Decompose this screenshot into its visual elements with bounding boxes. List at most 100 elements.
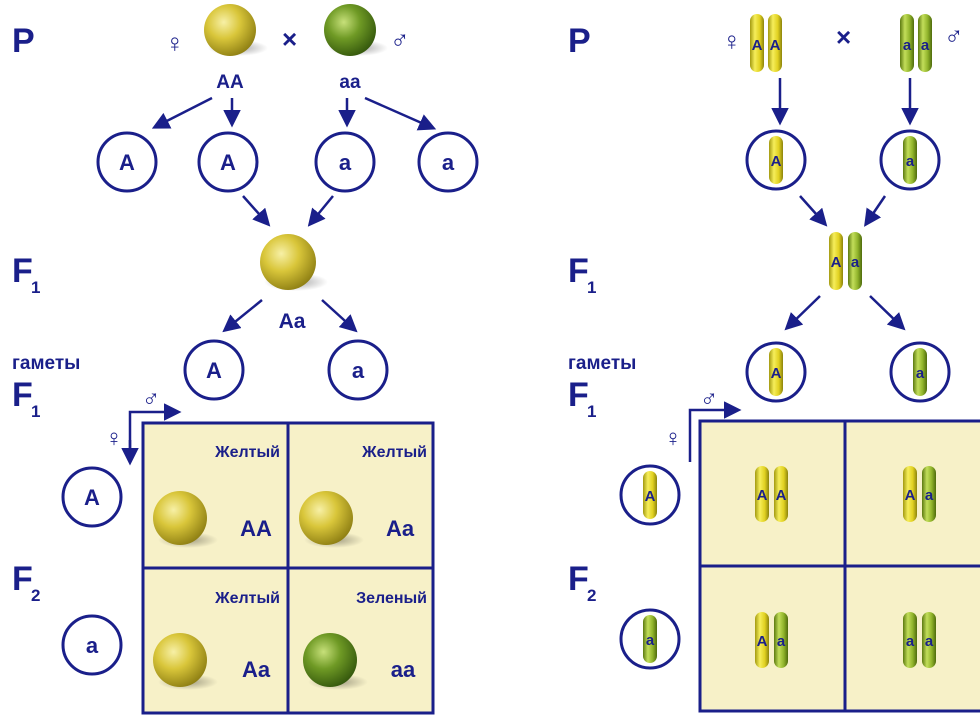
f1-label: F 1 bbox=[12, 252, 40, 297]
left-panel: P F 1 гаметы F 1 F 2 ♀ × ♂ AA aa bbox=[12, 4, 479, 715]
f1-gamete-arrows bbox=[784, 295, 906, 331]
svg-text:1: 1 bbox=[587, 402, 596, 421]
female-symbol: ♀ bbox=[722, 26, 742, 56]
male-symbol: ♂ bbox=[700, 385, 718, 412]
gamete-circle: a bbox=[314, 131, 376, 193]
gametes-f1-label: F 1 bbox=[12, 376, 40, 421]
cross-symbol: × bbox=[836, 22, 851, 52]
svg-text:a: a bbox=[86, 633, 99, 658]
f1-gamete-circle: A bbox=[183, 339, 245, 401]
yellow-pea-icon bbox=[299, 491, 364, 548]
punnett-axis-arrows bbox=[121, 403, 182, 466]
punnett-cell: A a bbox=[755, 612, 788, 668]
gamete-circle: a bbox=[417, 131, 479, 193]
svg-text:A: A bbox=[771, 365, 782, 382]
f1-chromosome-pair-icon: A a bbox=[829, 232, 862, 290]
svg-text:A: A bbox=[757, 487, 768, 504]
punnett-cell: Желтый Aa bbox=[153, 590, 280, 690]
svg-text:Желтый: Желтый bbox=[214, 590, 280, 607]
f1-yellow-pea-icon bbox=[260, 234, 328, 291]
punnett-cell: Желтый Aa bbox=[299, 444, 427, 548]
f2-label: F 2 bbox=[568, 560, 596, 605]
svg-text:F: F bbox=[12, 252, 33, 290]
gamete-circle: a bbox=[879, 129, 941, 191]
row-gamete-circle: a bbox=[61, 614, 123, 676]
svg-text:1: 1 bbox=[31, 278, 40, 297]
male-symbol: ♂ bbox=[944, 20, 964, 50]
svg-text:A: A bbox=[84, 485, 100, 510]
green-pea-icon bbox=[324, 4, 388, 56]
p-label: P bbox=[568, 22, 591, 60]
punnett-cell: Зеленый aa bbox=[303, 590, 427, 690]
green-pea-icon bbox=[303, 633, 368, 690]
svg-text:F: F bbox=[12, 560, 33, 598]
punnett-cell: Желтый AA bbox=[153, 444, 280, 548]
svg-text:a: a bbox=[906, 633, 915, 650]
svg-text:F: F bbox=[568, 252, 589, 290]
svg-text:A: A bbox=[831, 254, 842, 271]
svg-text:a: a bbox=[921, 37, 930, 54]
punnett-axis-arrows bbox=[688, 401, 742, 462]
gamete-circle: A bbox=[96, 131, 158, 193]
svg-text:A: A bbox=[771, 153, 782, 170]
f1-gamete-circle: a bbox=[327, 339, 389, 401]
f1-label: F 1 bbox=[568, 252, 596, 297]
svg-text:2: 2 bbox=[587, 586, 596, 605]
svg-text:a: a bbox=[352, 358, 365, 383]
female-symbol: ♀ bbox=[165, 28, 185, 58]
svg-text:a: a bbox=[903, 37, 912, 54]
svg-text:a: a bbox=[646, 632, 655, 649]
gametes-label: гаметы bbox=[568, 353, 636, 374]
row-gamete-circle: A bbox=[61, 466, 123, 528]
svg-text:Aa: Aa bbox=[386, 516, 415, 541]
female-chromosome-pair-icon: A A bbox=[750, 14, 782, 72]
svg-text:AA: AA bbox=[240, 516, 272, 541]
row-gamete-circle: A bbox=[619, 464, 681, 526]
female-parent-genotype: AA bbox=[216, 72, 244, 93]
gamete-circle: A bbox=[745, 129, 807, 191]
svg-text:A: A bbox=[119, 150, 135, 175]
f1-gamete-arrows bbox=[222, 299, 358, 333]
fertilization-arrows bbox=[242, 195, 334, 227]
yellow-pea-icon bbox=[153, 633, 218, 690]
svg-text:F: F bbox=[568, 560, 589, 598]
gamete-circle: A bbox=[197, 131, 259, 193]
svg-text:F: F bbox=[568, 376, 589, 414]
svg-text:a: a bbox=[925, 487, 934, 504]
punnett-square-left: Желтый AA Желтый Aa Желтый bbox=[141, 421, 435, 715]
svg-text:a: a bbox=[851, 254, 860, 271]
svg-text:A: A bbox=[206, 358, 222, 383]
f1-gamete-circle: a bbox=[889, 341, 951, 403]
svg-text:1: 1 bbox=[587, 278, 596, 297]
gametes-label: гаметы bbox=[12, 353, 80, 374]
svg-text:Aa: Aa bbox=[242, 657, 271, 682]
punnett-cell: A a bbox=[903, 466, 936, 522]
parent-arrows bbox=[771, 78, 919, 126]
svg-text:a: a bbox=[925, 633, 934, 650]
svg-text:a: a bbox=[906, 153, 915, 170]
male-parent-genotype: aa bbox=[339, 72, 361, 93]
svg-text:Желтый: Желтый bbox=[214, 444, 280, 461]
fertilization-arrows bbox=[799, 195, 887, 227]
svg-text:A: A bbox=[220, 150, 236, 175]
f1-gamete-circle: A bbox=[745, 341, 807, 403]
cross-symbol: × bbox=[282, 24, 297, 54]
row-gamete-circle: a bbox=[619, 608, 681, 670]
gametes-f1-label: F 1 bbox=[568, 376, 596, 421]
svg-text:Желтый: Желтый bbox=[361, 444, 427, 461]
p-label: P bbox=[12, 22, 35, 60]
svg-text:a: a bbox=[777, 633, 786, 650]
svg-text:1: 1 bbox=[31, 402, 40, 421]
right-panel: P F 1 гаметы F 1 F 2 ♀ A A × a a ♂ bbox=[568, 14, 980, 713]
female-symbol: ♀ bbox=[664, 425, 682, 452]
male-symbol: ♂ bbox=[142, 385, 160, 412]
svg-text:F: F bbox=[12, 376, 33, 414]
svg-text:2: 2 bbox=[31, 586, 40, 605]
svg-text:a: a bbox=[442, 150, 455, 175]
svg-text:aa: aa bbox=[391, 657, 416, 682]
punnett-cell: A A bbox=[755, 466, 788, 522]
svg-text:A: A bbox=[645, 488, 656, 505]
svg-text:a: a bbox=[916, 365, 925, 382]
svg-text:A: A bbox=[770, 37, 781, 54]
svg-text:A: A bbox=[905, 487, 916, 504]
